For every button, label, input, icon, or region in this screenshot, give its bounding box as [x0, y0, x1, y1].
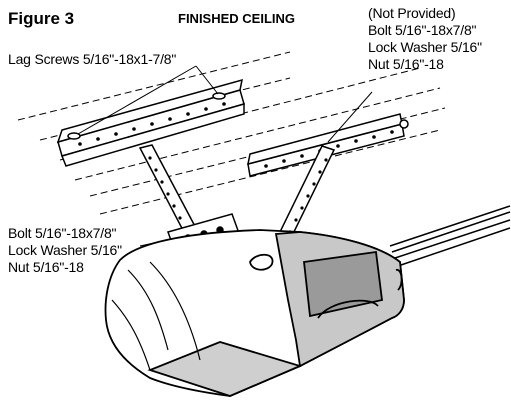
leader-lines	[77, 65, 373, 247]
rail	[389, 205, 511, 267]
not-provided-nut-label: Nut 5/16"-18	[368, 56, 444, 72]
not-provided-bolt-label: Bolt 5/16"-18x7/8"	[368, 22, 477, 38]
right-ceiling-bracket	[247, 113, 409, 177]
not-provided-washer-label: Lock Washer 5/16"	[368, 39, 482, 55]
garage-door-opener-body	[104, 229, 405, 397]
left-ceiling-bracket	[56, 78, 245, 167]
finished-ceiling-label: FINISHED CEILING	[178, 11, 296, 26]
left-hanging-strap	[138, 144, 200, 237]
lag-screws-label: Lag Screws 5/16"-18x1-7/8"	[8, 51, 177, 67]
figure-title: Figure 3	[8, 9, 75, 28]
hardware-bolt-label: Bolt 5/16"-18x7/8"	[8, 225, 117, 241]
hardware-nut-label: Nut 5/16"-18	[8, 259, 84, 275]
hardware-washer-label: Lock Washer 5/16"	[8, 242, 122, 258]
not-provided-heading: (Not Provided)	[368, 5, 456, 21]
